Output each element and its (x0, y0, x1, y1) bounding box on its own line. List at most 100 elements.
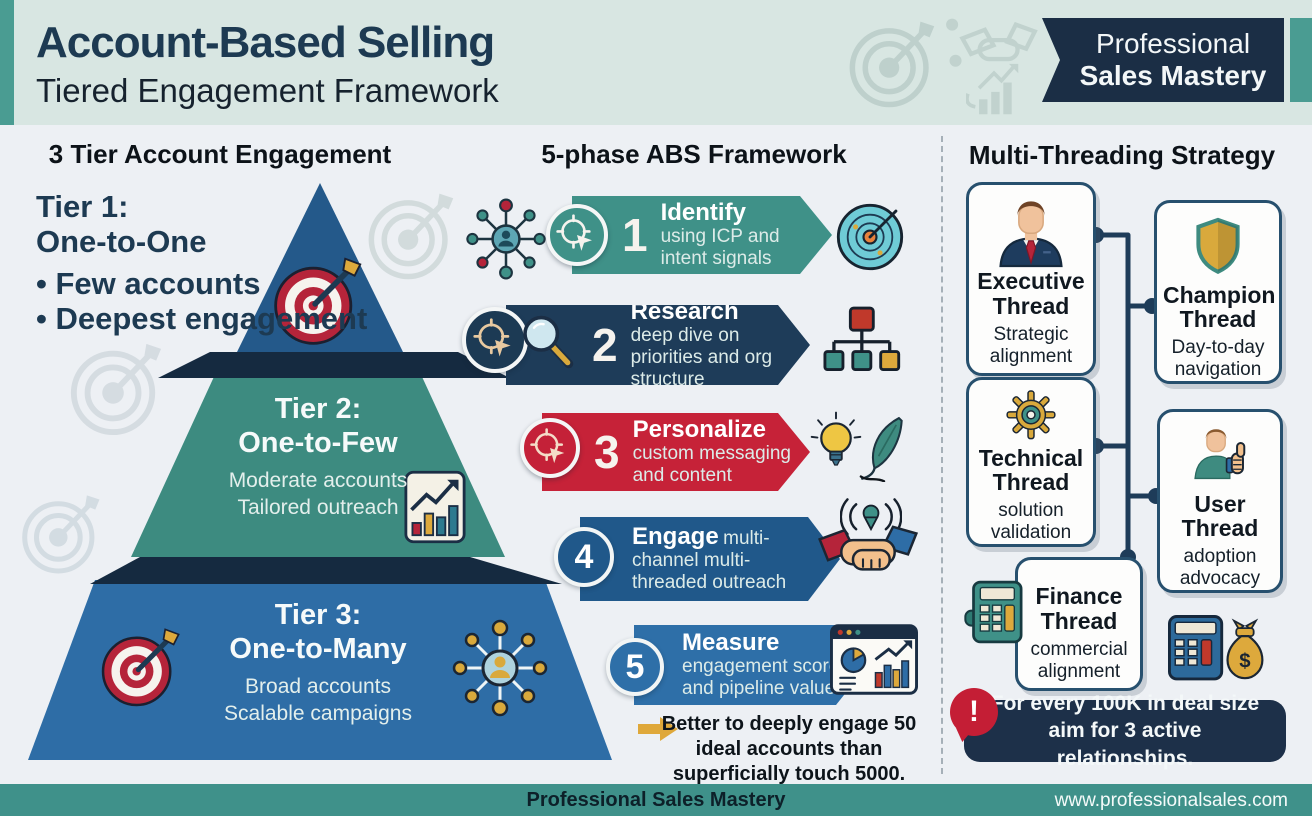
thread-card-executive: Executive Thread Strategic alignment (966, 182, 1096, 376)
quill-icon (850, 414, 918, 482)
thread-title: Finance Thread (1035, 583, 1123, 634)
thread-subtitle: adoption advocacy (1179, 546, 1261, 590)
crosshair-check-icon (529, 427, 571, 469)
network-people-icon (464, 197, 548, 281)
phase1-title: Identify (660, 198, 746, 226)
thread-card-technical: Technical Thread solution validation (966, 377, 1096, 547)
tier2-name: One-to-Few (238, 427, 398, 460)
thread-title: Technical Thread (978, 444, 1084, 496)
tier3-point: Scalable campaigns (224, 702, 412, 726)
phase4-number-badge: 4 (554, 527, 614, 587)
handshake-icon (818, 520, 918, 582)
phase3-title: Personalize (632, 415, 766, 443)
phases-heading: 5-phase ABS Framework (541, 139, 847, 169)
tier2-point: Tailored outreach (237, 496, 399, 520)
footer (0, 784, 1312, 816)
executive-icon (993, 193, 1069, 269)
thread-subtitle: commercial alignment (1030, 638, 1128, 682)
phase5-description: engagement score and pipeline value (682, 656, 840, 700)
tier2-point: Moderate accounts (228, 469, 408, 493)
brand-badge-line1: Professional (1095, 27, 1251, 59)
gear-icon (999, 390, 1063, 440)
header-left-accent (0, 0, 14, 125)
phase1-number: 1 (622, 209, 648, 261)
tier1-name: One-to-One (36, 223, 207, 259)
thread-title: Champion Thread (1163, 281, 1276, 333)
tier3-name: One-to-Many (229, 633, 407, 666)
shield-icon (1187, 217, 1249, 275)
phase4-description: multi-channel multi-threaded outreach (632, 527, 787, 594)
crosshair-clock-icon (472, 317, 518, 363)
tier3-title: Tier 3: (274, 599, 362, 631)
chart-watermark-icon (966, 62, 1022, 118)
target-icon (98, 626, 182, 710)
page-title: Account-Based Selling (36, 18, 495, 67)
thread-card-user: User Thread adoption advocacy (1157, 409, 1283, 593)
phase2-badge (462, 307, 528, 373)
phase3-badge (520, 418, 580, 478)
tier1-shadow (158, 352, 510, 378)
phase1-badge (546, 204, 608, 266)
phase1-description: using ICP and intent signals (660, 226, 780, 270)
tiers-heading: 3 Tier Account Engagement (48, 139, 392, 169)
tier2-title: Tier 2: (274, 393, 362, 425)
tier3-shape (28, 580, 612, 760)
page-subtitle: Tiered Engagement Framework (36, 72, 499, 109)
tier1-point: Deepest engagement (36, 301, 367, 337)
tier1-points: Few accounts Deepest engagement (36, 267, 367, 336)
magnifier-icon (516, 311, 576, 371)
calculator-moneybag-icon (1168, 610, 1266, 684)
phase3-banner: 3 Personalize custom messaging and conte… (542, 413, 810, 491)
footer-website: www.professionalsales.com (1054, 790, 1288, 811)
thread-subtitle: Day-to-day navigation (1171, 337, 1265, 381)
phase2-description: deep dive on priorities and org structur… (630, 325, 773, 391)
crosshair-cursor-icon (555, 213, 599, 257)
tier1-label: Tier 1: One-to-One Few accounts Deepest … (36, 189, 367, 337)
thread-title: User Thread (1181, 490, 1259, 542)
tier3-points: Broad accounts Scalable campaigns (193, 674, 443, 728)
tier3-label: Tier 3: One-to-Many Broad accounts Scala… (193, 598, 443, 728)
tier1-title: Tier 1: (36, 189, 129, 224)
phase2-number: 2 (592, 319, 618, 371)
phase3-number: 3 (594, 426, 620, 478)
org-chart-icon (820, 304, 902, 386)
radar-icon (834, 201, 906, 273)
phase5-title: Measure (682, 628, 780, 656)
footer-brand: Professional Sales Mastery (526, 789, 786, 811)
phases-note: Better to deeply engage 50 ideal account… (661, 713, 917, 785)
tier1-point: Few accounts (36, 267, 367, 302)
target-watermark-icon (845, 18, 937, 110)
thread-card-finance: Finance Thread commercial alignment (1015, 557, 1143, 691)
header: Account-Based Selling Tiered Engagement … (0, 0, 1312, 125)
phase4-number: 4 (574, 537, 594, 576)
user-thumbsup-icon (1186, 422, 1254, 488)
exclamation-icon: ! (950, 688, 998, 736)
exclamation-glyph: ! (969, 695, 979, 728)
phase4-banner: Engage multi-channel multi-threaded outr… (580, 517, 840, 601)
tier2-label: Tier 2: One-to-Few Moderate accounts Tai… (193, 392, 443, 522)
thread-title: Executive Thread (977, 268, 1085, 319)
thread-subtitle: solution validation (990, 500, 1072, 544)
deal-size-alert: For every 100K in deal size aim for 3 ac… (964, 692, 1286, 770)
phase5-banner: Measure engagement score and pipeline va… (634, 625, 868, 705)
section-divider (941, 136, 943, 774)
arrow-right-icon (638, 717, 678, 741)
thread-subtitle: Strategic alignment (989, 323, 1073, 367)
dashboard-icon (830, 624, 918, 695)
alert-text: For every 100K in deal size aim for 3 ac… (990, 692, 1260, 770)
phase5-number-badge: 5 (606, 638, 664, 696)
phase1-banner: 1 Identify using ICP and intent signals (572, 196, 832, 274)
threads-heading: Multi-Threading Strategy (968, 140, 1276, 170)
phase3-description: custom messaging and content (632, 443, 791, 487)
phase4-title: Engage (632, 522, 719, 550)
network-people-icon (450, 618, 550, 718)
brand-badge-line2: Sales Mastery (1079, 60, 1267, 91)
tier2-shadow (90, 557, 562, 584)
tier2-points: Moderate accounts Tailored outreach (193, 468, 443, 522)
tier3-point: Broad accounts (245, 675, 391, 699)
phase5-number: 5 (625, 647, 645, 686)
calculator-icon (964, 578, 1032, 646)
thread-card-champion: Champion Thread Day-to-day navigation (1154, 200, 1282, 384)
brand-badge: Professional Sales Mastery (1042, 18, 1284, 102)
